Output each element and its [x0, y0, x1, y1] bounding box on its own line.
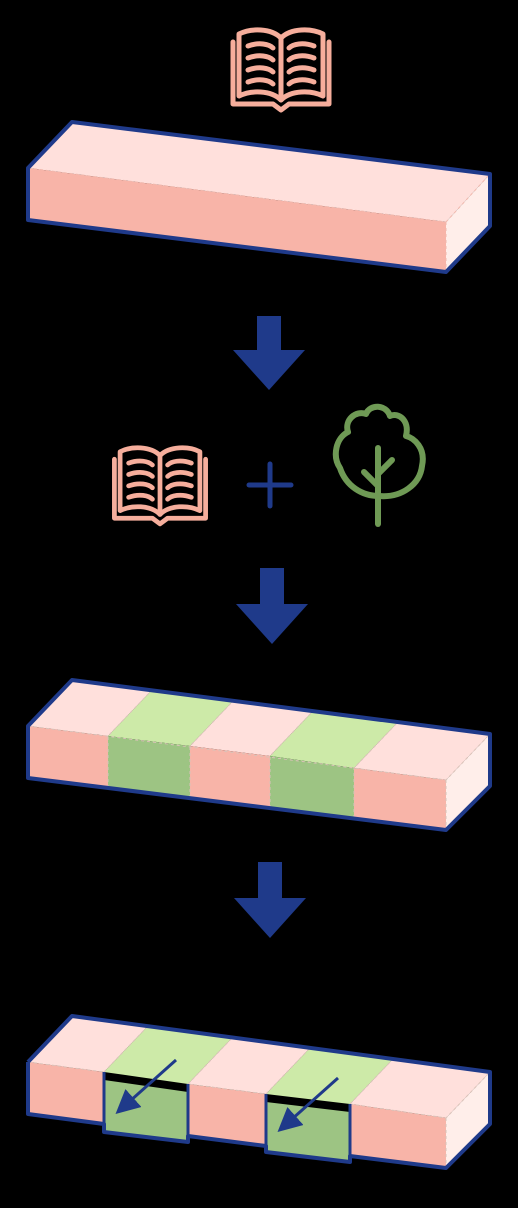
segment-front-tree	[270, 756, 354, 818]
block-outline	[26, 678, 492, 832]
segment-top-tree	[270, 710, 398, 768]
down-arrow-icon	[234, 862, 306, 938]
shift-arrow-icon	[115, 1058, 177, 1114]
down-arrow-icon	[233, 316, 305, 390]
block-side-face	[446, 734, 490, 830]
segment-front-book	[350, 1104, 446, 1168]
block-side-face	[446, 1072, 490, 1168]
segment-top-book	[188, 1038, 310, 1094]
segment-front-tree	[108, 736, 190, 798]
segment-top-book	[354, 722, 490, 780]
segment-front-book	[28, 726, 108, 788]
shift-arrow-icon	[277, 1076, 339, 1132]
segment-front-book	[190, 746, 270, 808]
block-shifted	[26, 1014, 492, 1170]
segment-top-book	[350, 1058, 490, 1118]
segment-front-book	[188, 1084, 266, 1146]
down-arrow-icon	[236, 568, 308, 644]
block-side-face	[446, 174, 490, 272]
block-outline	[26, 120, 492, 274]
block-top-face	[28, 122, 490, 222]
segment-top-tree	[266, 1048, 394, 1104]
block-book-only	[26, 120, 492, 274]
segment-front-book	[354, 768, 446, 830]
open-book-icon	[112, 445, 208, 527]
plus-icon	[246, 461, 294, 509]
open-book-icon	[230, 27, 332, 113]
block-alternating	[26, 678, 492, 832]
segment-top-tree	[108, 690, 234, 746]
segment-top-tree	[104, 1026, 232, 1084]
tree-icon	[332, 403, 426, 527]
block-front-face	[28, 168, 446, 272]
segment-top-book	[28, 1016, 148, 1072]
segment-front-book	[28, 1062, 104, 1124]
